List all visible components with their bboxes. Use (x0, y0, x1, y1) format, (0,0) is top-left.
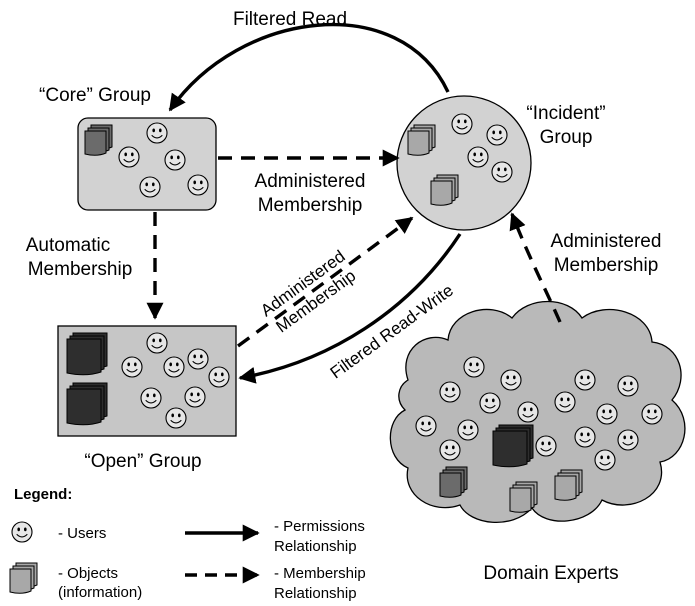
user-icon (118, 146, 140, 168)
user-icon (517, 401, 539, 423)
object-icon (66, 332, 108, 376)
core-to-incident-label-line1: Administered (255, 171, 366, 192)
core-to-incident-label-line2: Membership (258, 195, 363, 216)
user-icon (491, 161, 513, 183)
object-icon (439, 466, 468, 498)
user-icon (163, 356, 185, 378)
user-icon (596, 403, 618, 425)
user-icon (187, 174, 209, 196)
object-icon (509, 481, 538, 513)
user-icon (139, 176, 161, 198)
user-icon (165, 407, 187, 429)
automatic-label-line2: Membership (28, 259, 133, 280)
user-icon (439, 381, 461, 403)
open-group-label: “Open” Group (84, 451, 201, 472)
legend-users-label: - Users (58, 525, 106, 542)
core-group-label: “Core” Group (39, 85, 151, 106)
user-icon (500, 369, 522, 391)
legend-objects-line2: (information) (58, 584, 142, 601)
open-to-incident-arrow (236, 216, 414, 348)
object-icon (407, 124, 436, 156)
automatic-label-line1: Automatic (26, 235, 110, 256)
user-icon (457, 419, 479, 441)
user-icon (121, 356, 143, 378)
experts-to-incident-label-line2: Membership (554, 255, 659, 276)
legend-permissions-line2: Relationship (274, 538, 357, 555)
user-icon (486, 124, 508, 146)
filtered-read-write-arrow (238, 233, 462, 384)
object-icon (84, 124, 113, 156)
user-icon (594, 449, 616, 471)
legend-permissions-line1: - Permissions (274, 518, 365, 535)
user-icon (439, 439, 461, 461)
user-icon (146, 332, 168, 354)
user-icon (574, 426, 596, 448)
legend: Legend: - Users - Objects (information) … (9, 486, 366, 602)
user-icon (164, 149, 186, 171)
filtered-read-arrow (168, 22, 450, 112)
object-icon (66, 382, 108, 426)
experts-to-incident-label-line1: Administered (551, 231, 662, 252)
object-icon (492, 424, 534, 468)
user-icon (187, 348, 209, 370)
user-icon (463, 356, 485, 378)
user-icon (451, 113, 473, 135)
filtered-read-label: Filtered Read (233, 9, 347, 30)
legend-user-icon (11, 521, 33, 543)
core-group-box (77, 117, 217, 211)
user-icon (415, 415, 437, 437)
incident-group-label-line2: Group (540, 127, 593, 148)
user-icon (554, 391, 576, 413)
domain-experts-label: Domain Experts (483, 563, 618, 584)
incident-group-label-line1: “Incident” (526, 103, 605, 124)
legend-title: Legend: (14, 486, 72, 503)
user-icon (641, 403, 663, 425)
user-icon (535, 435, 557, 457)
legend-objects-line1: - Objects (58, 565, 118, 582)
legend-membership-line1: - Membership (274, 565, 366, 582)
user-icon (184, 386, 206, 408)
user-icon (208, 366, 230, 388)
user-icon (140, 387, 162, 409)
user-icon (574, 369, 596, 391)
user-icon (479, 392, 501, 414)
object-icon (554, 469, 583, 501)
user-icon (617, 375, 639, 397)
legend-membership-line2: Relationship (274, 585, 357, 602)
user-icon (617, 429, 639, 451)
experts-to-incident-arrow (509, 212, 562, 323)
object-icon (430, 174, 459, 206)
legend-object-icon (9, 562, 38, 594)
user-icon (467, 146, 489, 168)
user-icon (146, 122, 168, 144)
